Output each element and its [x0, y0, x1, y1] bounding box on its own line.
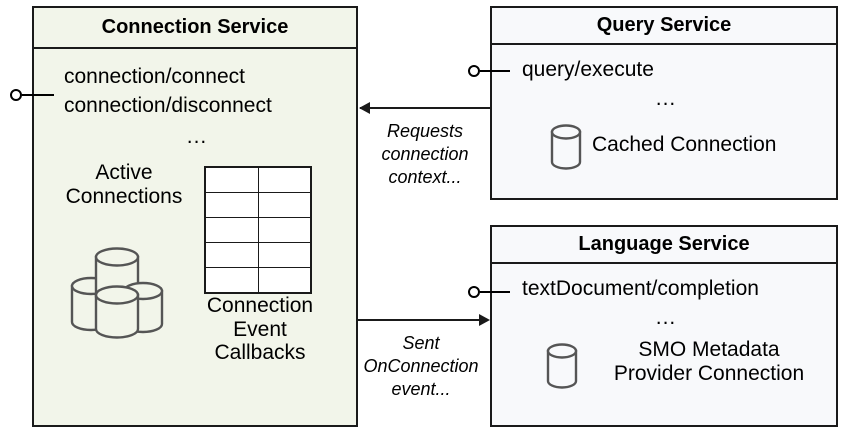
- arrow-query-to-connection-line: [360, 107, 490, 109]
- table-cell[interactable]: [204, 192, 259, 218]
- query-service-operations-ellipsis: ...: [655, 87, 677, 110]
- active-connections-label: Active Connections: [65, 161, 183, 208]
- interface-circle-icon: [468, 65, 480, 77]
- language-service-interface-lollipop[interactable]: [468, 286, 510, 298]
- smo-metadata-db-icon-wrap: [542, 340, 582, 392]
- table-cell[interactable]: [257, 166, 312, 193]
- smo-metadata-provider-connection-label: SMO Metadata Provider Connection: [613, 338, 805, 386]
- table-cell[interactable]: [257, 217, 312, 243]
- connection-service-operations-ellipsis: ...: [186, 125, 208, 148]
- cached-connection-label: Cached Connection: [592, 133, 777, 156]
- table-row[interactable]: [204, 242, 312, 268]
- query-service-component[interactable]: Query Service query/execute ... Cached C…: [490, 6, 838, 200]
- database-icon: [546, 343, 578, 389]
- operation-connection-connect[interactable]: connection/connect: [64, 65, 245, 88]
- table-row[interactable]: [204, 192, 312, 218]
- interface-stem: [480, 70, 510, 72]
- connection-service-body: connection/connect connection/disconnect…: [34, 49, 356, 425]
- operation-connection-disconnect[interactable]: connection/disconnect: [64, 94, 272, 117]
- arrow-query-to-connection-head: [359, 102, 370, 114]
- table-cell[interactable]: [204, 267, 259, 294]
- cached-connection-db-icon-wrap: [546, 121, 586, 173]
- operation-textdocument-completion[interactable]: textDocument/completion: [522, 277, 759, 300]
- query-service-body: query/execute ... Cached Connection: [492, 45, 836, 198]
- table-row[interactable]: [204, 217, 312, 243]
- connection-event-callbacks-label: Connection Event Callbacks: [206, 294, 314, 365]
- table-cell[interactable]: [204, 242, 259, 268]
- interface-circle-icon: [468, 286, 480, 298]
- table-cell[interactable]: [204, 166, 259, 193]
- arrow-connection-to-language-label: Sent OnConnection event...: [363, 333, 479, 400]
- interface-stem: [480, 291, 510, 293]
- interface-stem: [22, 94, 54, 96]
- arrow-connection-to-language-line: [358, 319, 480, 321]
- arrow-connection-to-language-head: [479, 314, 490, 326]
- active-connections-db-cluster: [50, 229, 190, 339]
- table-body: [204, 166, 312, 294]
- table-cell[interactable]: [257, 267, 312, 294]
- query-service-interface-lollipop[interactable]: [468, 65, 510, 77]
- operation-query-execute[interactable]: query/execute: [522, 58, 654, 81]
- table-cell[interactable]: [204, 217, 259, 243]
- table-row[interactable]: [204, 166, 312, 193]
- language-service-component[interactable]: Language Service textDocument/completion…: [490, 225, 838, 427]
- language-service-body: textDocument/completion ... SMO Metadata…: [492, 264, 836, 425]
- table-cell[interactable]: [257, 242, 312, 268]
- query-service-title: Query Service: [492, 8, 836, 45]
- database-cluster-icon: [70, 247, 164, 339]
- connection-service-title: Connection Service: [34, 8, 356, 49]
- arrow-query-to-connection-label: Requests connection context...: [381, 121, 469, 188]
- connection-event-callbacks-table[interactable]: [204, 166, 312, 294]
- interface-circle-icon: [10, 89, 22, 101]
- table-row[interactable]: [204, 267, 312, 294]
- connection-service-interface-lollipop[interactable]: [10, 89, 54, 101]
- database-icon: [550, 124, 582, 170]
- connection-service-component[interactable]: Connection Service connection/connect co…: [32, 6, 358, 427]
- language-service-title: Language Service: [492, 227, 836, 264]
- table-cell[interactable]: [257, 192, 312, 218]
- language-service-operations-ellipsis: ...: [655, 306, 677, 329]
